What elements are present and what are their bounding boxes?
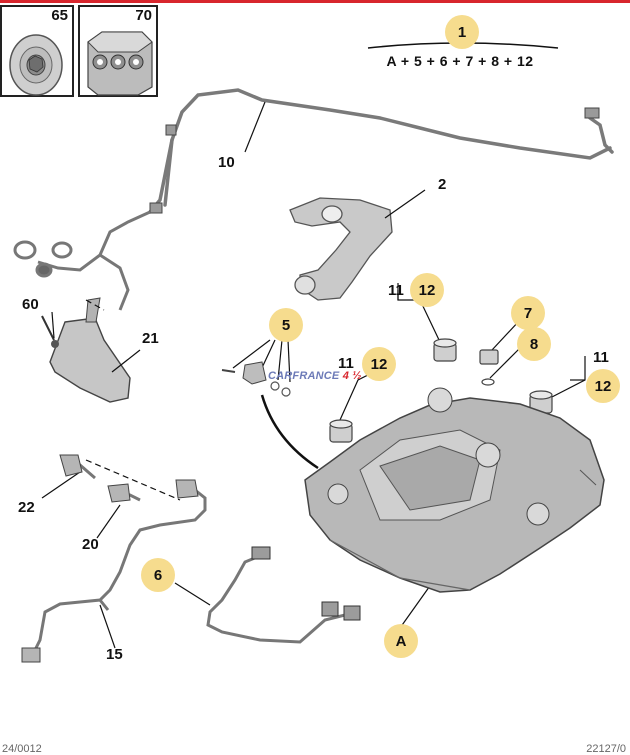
grommets bbox=[329, 338, 553, 443]
fuel-line-10-clips bbox=[149, 107, 600, 214]
callout-A: A bbox=[384, 624, 418, 658]
inset-70-box: 70 bbox=[78, 5, 158, 97]
callout-7: 7 bbox=[511, 296, 545, 330]
callout-6: 6 bbox=[141, 558, 175, 592]
callout-12-mid: 12 bbox=[362, 347, 396, 381]
callout-11-far: 11 bbox=[593, 349, 609, 366]
callout-11-mid: 11 bbox=[338, 355, 354, 372]
callout-8: 8 bbox=[517, 327, 551, 361]
callout-11-right: 11 bbox=[388, 282, 404, 299]
inset-65-box: 65 bbox=[0, 5, 74, 97]
callout-20: 20 bbox=[82, 536, 99, 553]
inset-70-number: 70 bbox=[135, 7, 152, 24]
callout-60: 60 bbox=[22, 296, 39, 313]
fuel-tank-A bbox=[304, 387, 605, 593]
leader-lines bbox=[41, 101, 586, 649]
watermark-main: CARFRANCE bbox=[268, 370, 340, 382]
bracket-21 bbox=[41, 297, 131, 403]
filler-neck-2 bbox=[289, 197, 393, 301]
lower-harness-parts bbox=[21, 454, 199, 663]
callout-21: 21 bbox=[142, 330, 159, 347]
footer-ref-right: 22127/0 bbox=[586, 743, 626, 755]
top-red-bar bbox=[0, 0, 630, 3]
callout-12-right: 12 bbox=[410, 273, 444, 307]
callout-15: 15 bbox=[106, 646, 123, 663]
callout-5: 5 bbox=[269, 308, 303, 342]
callout-2: 2 bbox=[438, 176, 447, 193]
pipe-clip-icon bbox=[87, 31, 153, 96]
disc-bolt-icon bbox=[9, 34, 63, 96]
part-5-fasteners bbox=[221, 361, 291, 397]
inset-65-number: 65 bbox=[51, 7, 68, 24]
fuel-line-10 bbox=[148, 88, 614, 214]
harness-6-connectors bbox=[251, 546, 361, 621]
parts-formula: A + 5 + 6 + 7 + 8 + 12 bbox=[386, 53, 534, 69]
callout-12-far: 12 bbox=[586, 369, 620, 403]
carfrance-watermark: CARFRANCE 4 ½ bbox=[268, 370, 362, 382]
wiring-harness-left bbox=[13, 210, 151, 311]
harness-6 bbox=[206, 553, 346, 644]
footer-ref-left: 24/0012 bbox=[2, 743, 42, 755]
callout-10: 10 bbox=[218, 154, 235, 171]
callout-22: 22 bbox=[18, 499, 35, 516]
callout-1-highlight: 1 bbox=[445, 15, 479, 49]
watermark-suffix: 4 ½ bbox=[342, 370, 362, 382]
